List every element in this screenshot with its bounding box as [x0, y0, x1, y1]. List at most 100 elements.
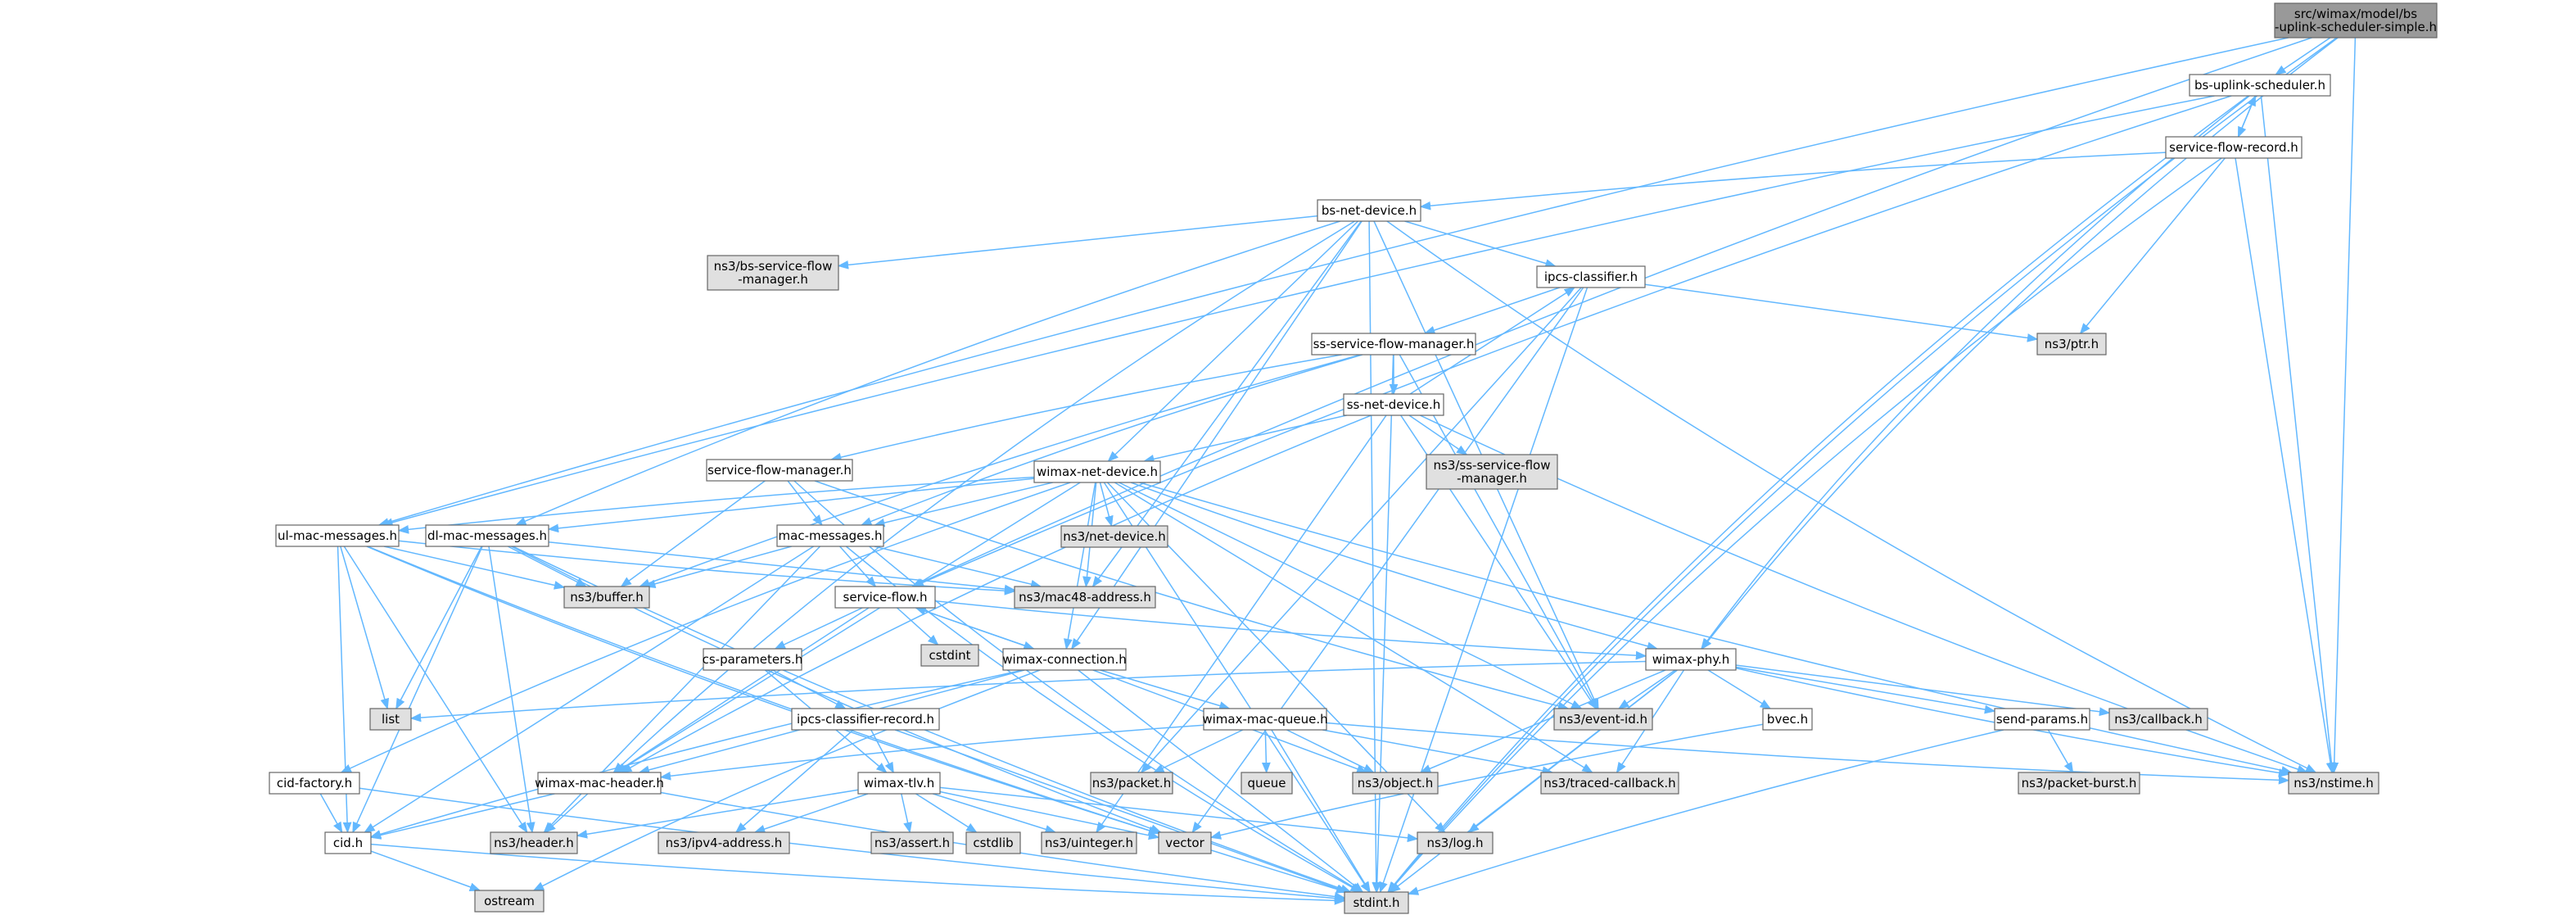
node-wimax-phy[interactable]: wimax-phy.h	[1645, 648, 1737, 671]
node-label-list: list	[382, 712, 400, 727]
node-label-cs-parameters: cs-parameters.h	[703, 652, 803, 667]
node-label-wimax-tlv: wimax-tlv.h	[864, 776, 935, 790]
edge-wimax-net-device-to-dl-mac-messages	[547, 478, 1035, 533]
node-service-flow[interactable]: service-flow.h	[834, 586, 936, 609]
node-wimax-tlv[interactable]: wimax-tlv.h	[857, 772, 941, 795]
edge-wimax-mac-queue-to-queue	[1261, 729, 1271, 774]
node-box-service-flow-record	[2165, 136, 2303, 159]
node-service-flow-record[interactable]: service-flow-record.h	[2165, 136, 2303, 159]
edge-service-flow-to-cs-parameters	[774, 607, 863, 650]
edge-wimax-net-device-to-ns3-net-device	[1099, 482, 1114, 528]
node-cid[interactable]: cid.h	[324, 831, 372, 854]
node-bvec[interactable]: bvec.h	[1762, 708, 1813, 731]
edge-root-to-service-flow	[911, 37, 2312, 587]
node-label-cstdint: cstdint	[929, 648, 970, 663]
edge-root-to-stdint	[1387, 37, 2338, 894]
node-box-send-params	[1994, 708, 2090, 731]
node-ss-service-flow-manager[interactable]: ss-service-flow-manager.h	[1311, 333, 1476, 356]
edge-wimax-mac-queue-to-ns3-nstime	[1326, 722, 2290, 785]
node-cid-factory[interactable]: cid-factory.h	[269, 772, 360, 795]
node-box-ns3-buffer	[563, 586, 650, 609]
node-label-ns3-net-device: ns3/net-device.h	[1063, 529, 1166, 544]
edge-ss-service-flow-manager-to-mac-messages	[860, 354, 1363, 526]
node-box-ns3-net-device	[1060, 525, 1168, 548]
node-ns3-net-device: ns3/net-device.h	[1060, 525, 1168, 548]
edge-ipcs-classifier-to-ss-service-flow-manager	[1423, 287, 1561, 335]
node-service-flow-manager[interactable]: service-flow-manager.h	[706, 459, 853, 482]
node-ul-mac-messages[interactable]: ul-mac-messages.h	[275, 524, 400, 547]
node-ns3-mac48-address: ns3/mac48-address.h	[1014, 586, 1156, 609]
node-wimax-net-device[interactable]: wimax-net-device.h	[1033, 460, 1161, 483]
edge-wimax-phy-to-ns3-callback	[1735, 664, 2111, 717]
node-wimax-mac-header[interactable]: wimax-mac-header.h	[535, 772, 664, 795]
node-box-bvec	[1762, 708, 1813, 731]
node-ns3-callback: ns3/callback.h	[2108, 708, 2208, 731]
edge-ss-net-device-to-wimax-net-device	[1143, 414, 1347, 464]
node-cs-parameters[interactable]: cs-parameters.h	[703, 648, 803, 671]
node-label-ns3-traced-callback: ns3/traced-callback.h	[1543, 776, 1675, 790]
edge-wimax-mac-queue-to-stdint	[1271, 729, 1371, 894]
node-box-cs-parameters	[703, 648, 802, 671]
node-wimax-connection[interactable]: wimax-connection.h	[1002, 648, 1127, 671]
node-box-ns3-log	[1417, 831, 1494, 854]
node-box-root	[2274, 2, 2438, 38]
node-ns3-log: ns3/log.h	[1417, 831, 1494, 854]
node-label-ostream: ostream	[484, 894, 535, 908]
node-wimax-mac-queue[interactable]: wimax-mac-queue.h	[1202, 708, 1328, 731]
node-label-ul-mac-messages: ul-mac-messages.h	[278, 528, 397, 543]
edge-wimax-connection-to-wimax-mac-queue	[1100, 669, 1231, 710]
edge-root-to-wimax-phy	[1701, 37, 2339, 650]
node-ns3-ipv4-address: ns3/ipv4-address.h	[658, 831, 790, 854]
edge-service-flow-record-to-ns3-nstime	[2235, 157, 2335, 774]
node-box-ns3-ss-service-flow-manager	[1426, 454, 1558, 490]
node-label-bvec: bvec.h	[1767, 712, 1808, 727]
node-box-ns3-ipv4-address	[658, 831, 790, 854]
node-ns3-header: ns3/header.h	[490, 831, 578, 854]
node-dl-mac-messages[interactable]: dl-mac-messages.h	[425, 524, 549, 547]
node-box-ns3-packet	[1090, 772, 1173, 795]
node-mac-messages[interactable]: mac-messages.h	[776, 524, 884, 547]
node-label-vector: vector	[1165, 836, 1204, 850]
node-list: list	[369, 708, 412, 731]
edge-bs-net-device-to-ns3-nstime	[1386, 220, 2317, 773]
edge-dl-mac-messages-to-ns3-buffer	[507, 546, 587, 587]
node-box-wimax-mac-queue	[1203, 708, 1327, 731]
node-ns3-traced-callback: ns3/traced-callback.h	[1540, 772, 1679, 795]
node-label-ss-service-flow-manager: ss-service-flow-manager.h	[1313, 337, 1475, 351]
node-label-ns3-nstime: ns3/nstime.h	[2294, 776, 2373, 790]
edge-ipcs-classifier-record-to-wimax-tlv	[870, 729, 894, 774]
node-label-wimax-mac-header: wimax-mac-header.h	[535, 776, 664, 790]
edge-ss-service-flow-manager-to-ns3-buffer	[639, 354, 1361, 587]
edge-service-flow-to-wimax-phy	[934, 600, 1647, 660]
edge-wimax-net-device-to-ns3-nstime	[1139, 482, 2293, 775]
node-send-params[interactable]: send-params.h	[1994, 708, 2090, 731]
node-label-mac-messages: mac-messages.h	[779, 528, 883, 543]
node-label-service-flow: service-flow.h	[843, 590, 928, 605]
edge-ss-net-device-to-ns3-ss-service-flow-manager	[1408, 414, 1468, 455]
edge-bvec-to-vector	[1209, 723, 1764, 840]
node-label-send-params: send-params.h	[1996, 712, 2088, 727]
node-ipcs-classifier-record[interactable]: ipcs-classifier-record.h	[791, 708, 940, 731]
edge-ipcs-classifier-to-stdint	[1379, 287, 1589, 894]
node-label-wimax-net-device: wimax-net-device.h	[1037, 464, 1158, 479]
node-box-ipcs-classifier-record	[791, 708, 940, 731]
node-ss-net-device[interactable]: ss-net-device.h	[1343, 393, 1444, 416]
node-box-cstdlib	[965, 831, 1021, 854]
node-label-ns3-ss-service-flow-manager: ns3/ss-service-flow	[1434, 458, 1551, 473]
edge-wimax-connection-to-service-flow	[915, 606, 1034, 650]
edge-bs-net-device-to-wimax-connection	[1071, 220, 1363, 650]
node-bs-uplink-scheduler[interactable]: bs-uplink-scheduler.h	[2189, 74, 2331, 97]
edge-bs-net-device-to-dl-mac-messages	[515, 220, 1340, 526]
node-ns3-bs-service-flow-manager: ns3/bs-service-flow-manager.h	[707, 255, 839, 291]
node-ns3-nstime: ns3/nstime.h	[2288, 772, 2379, 795]
node-bs-net-device[interactable]: bs-net-device.h	[1317, 199, 1421, 222]
node-ipcs-classifier[interactable]: ipcs-classifier.h	[1536, 265, 1646, 288]
edge-wimax-phy-to-stdint	[1389, 669, 1678, 893]
node-label-ss-net-device: ss-net-device.h	[1347, 397, 1441, 412]
edge-bs-net-device-to-ns3-bs-service-flow-manager	[837, 215, 1318, 270]
edge-send-params-to-ns3-packet-burst	[2047, 729, 2074, 774]
edge-mac-messages-to-ns3-buffer	[644, 546, 792, 588]
edge-ul-mac-messages-to-cid	[337, 546, 352, 834]
node-box-ns3-nstime	[2288, 772, 2379, 795]
